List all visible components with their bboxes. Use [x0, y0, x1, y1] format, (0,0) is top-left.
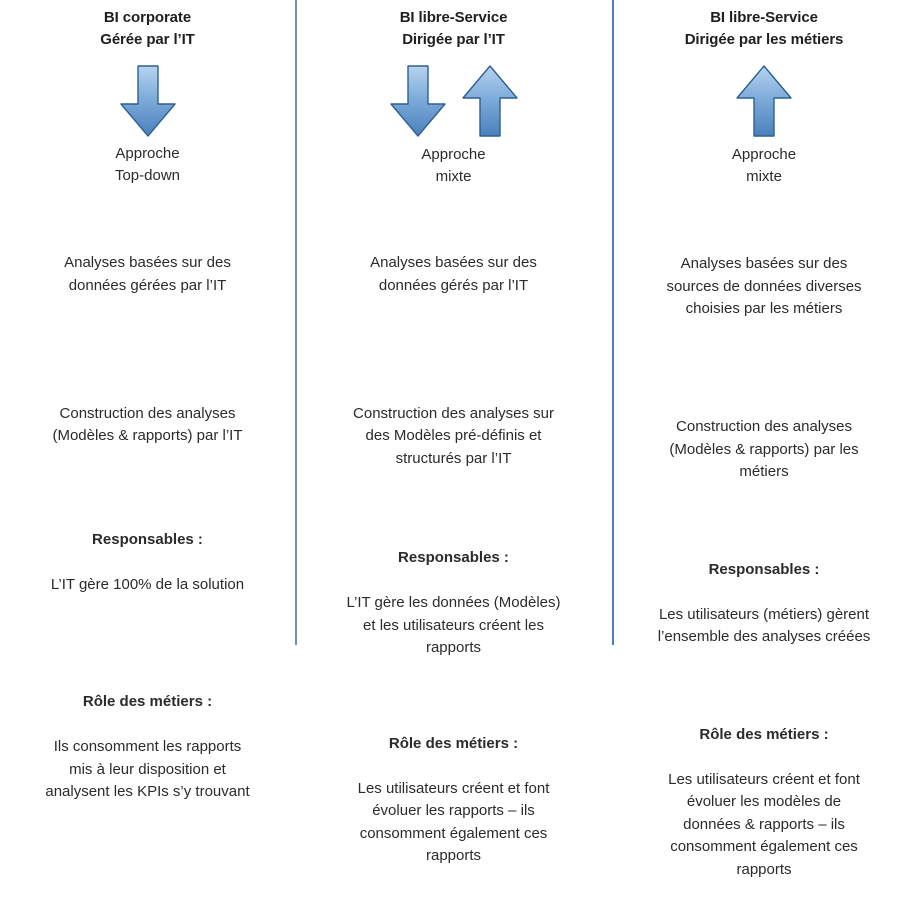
column-divider-1: [295, 0, 297, 645]
block-construction: Construction des analyses sur des Modèle…: [353, 358, 554, 493]
block-body: L’IT gère les données (Modèles) et les u…: [346, 594, 561, 656]
block-role-metiers: Rôle des métiers : Les utilisateurs crée…: [358, 710, 550, 890]
block-lead: Rôle des métiers :: [699, 725, 829, 743]
block-responsables: Responsables : Les utilisateurs (métiers…: [658, 536, 871, 671]
bi-comparison-diagram: BI corporate Gérée par l’IT Approche Top…: [0, 0, 916, 878]
block-lead: Responsables :: [92, 530, 203, 548]
block-lead: Rôle des métiers :: [388, 734, 519, 752]
block-lead: Rôle des métiers :: [82, 693, 213, 710]
column-title: BI libre-Service Dirigée par les métiers: [684, 9, 844, 48]
arrow-up-icon: [461, 65, 518, 137]
block-body: Ils consomment les rapports mis à leur d…: [45, 738, 250, 800]
block-analyses: Analyses basées sur des données gérées p…: [64, 207, 231, 320]
block-lead: Responsables :: [398, 549, 509, 566]
block-role-metiers: Rôle des métiers : Ils consomment les ra…: [45, 669, 249, 827]
column-bi-libre-service-metiers: BI libre-Service Dirigée par les métiers…: [612, 0, 916, 878]
block-responsables: Responsables : L’IT gère 100% de la solu…: [51, 506, 244, 619]
block-responsables: Responsables : L’IT gère les données (Mo…: [346, 525, 560, 683]
column-bi-libre-service-it: BI libre-Service Dirigée par l’IT: [295, 0, 612, 864]
arrow-group: [387, 63, 521, 139]
block-body: Analyses basées sur des données gérés pa…: [370, 254, 537, 294]
approach-label: Approche mixte: [421, 146, 486, 185]
approach-label: Approche mixte: [731, 146, 797, 185]
block-body: Construction des analyses sur des Modèle…: [353, 404, 554, 467]
block-construction: Construction des analyses (Modèles & rap…: [669, 371, 858, 506]
arrow-group: [733, 63, 795, 139]
block-body: Analyses basées sur des sources de donné…: [666, 255, 862, 317]
column-divider-2: [612, 0, 614, 645]
arrow-up-icon: [736, 65, 792, 137]
block-body: Les utilisateurs (métiers) gèrent l’ense…: [657, 605, 871, 646]
block-analyses: Analyses basées sur des sources de donné…: [666, 208, 861, 343]
column-title: BI libre-Service Dirigée par l’IT: [399, 9, 508, 48]
block-body: Les utilisateurs créent et font évoluer …: [357, 779, 550, 865]
arrow-down-icon: [389, 65, 446, 137]
block-body: Construction des analyses (Modèles & rap…: [52, 404, 243, 445]
arrow-group: [117, 63, 179, 139]
block-analyses: Analyses basées sur des données gérés pa…: [370, 207, 537, 320]
column-title: BI corporate Gérée par l’IT: [100, 9, 195, 48]
approach-label: Approche Top-down: [114, 145, 181, 184]
block-lead: Responsables :: [708, 560, 820, 578]
block-body: Analyses basées sur des données gérées p…: [64, 254, 231, 294]
block-body: Construction des analyses (Modèles & rap…: [669, 418, 859, 480]
block-construction: Construction des analyses (Modèles & rap…: [52, 358, 242, 471]
block-body: L’IT gère 100% de la solution: [50, 575, 245, 593]
column-bi-corporate: BI corporate Gérée par l’IT Approche Top…: [0, 0, 295, 800]
arrow-down-icon: [119, 65, 176, 137]
block-role-metiers: Rôle des métiers : Les utilisateurs crée…: [668, 701, 860, 904]
block-body: Les utilisateurs créent et font évoluer …: [668, 770, 860, 878]
